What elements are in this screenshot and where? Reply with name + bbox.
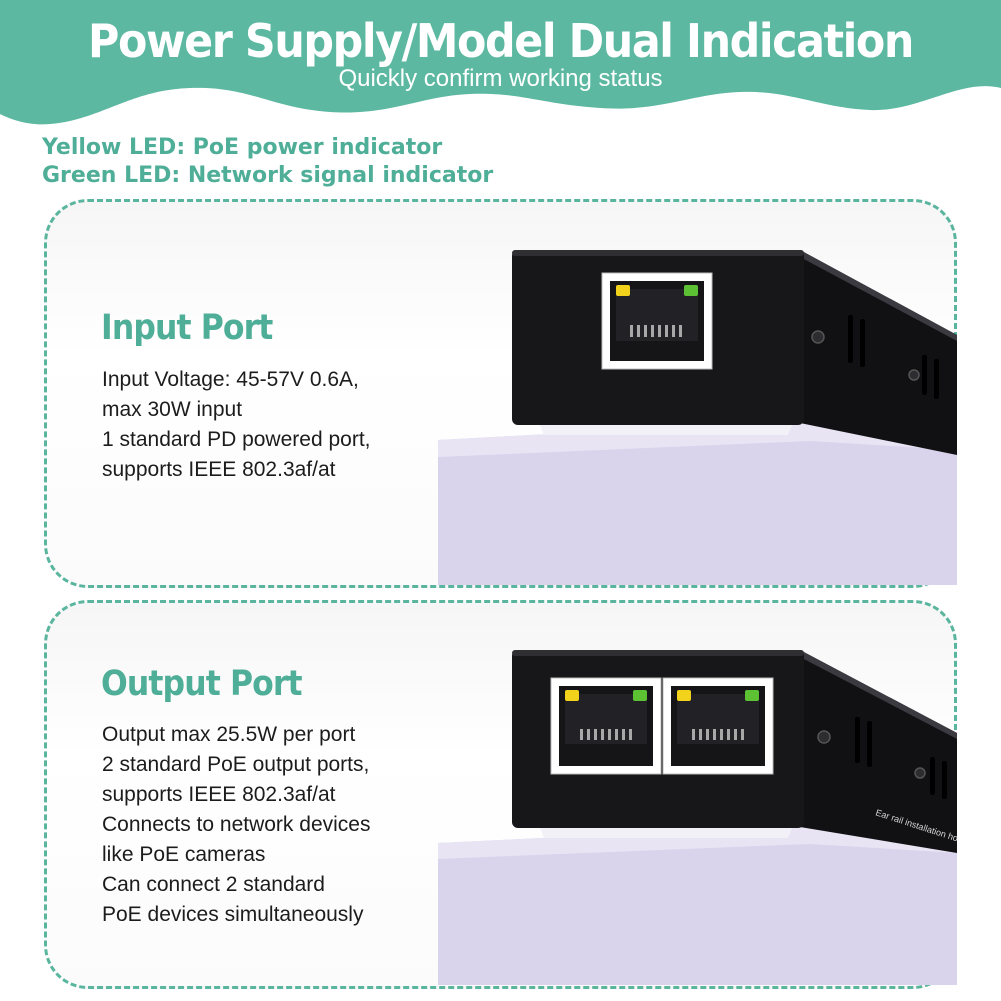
yellow-led-icon [677,690,691,701]
wave-background [0,0,1001,125]
feature-item: 1 standard PD powered port, [102,428,371,451]
feature-item: PoE devices simultaneously [102,903,364,926]
input-port-title: Input Port [101,308,273,348]
yellow-led-icon [565,690,579,701]
yellow-led-icon [616,285,630,296]
input-device-image [438,250,957,585]
feature-item: supports IEEE 802.3af/at [102,783,336,806]
input-port-features: Input Voltage: 45-57V 0.6A, max 30W inpu… [102,365,371,485]
page-title: Power Supply/Model Dual Indication [88,14,914,68]
green-led-icon [745,690,759,701]
legend-green-led: Green LED: Network signal indicator [42,163,494,188]
feature-item: Output max 25.5W per port [102,723,356,746]
green-led-icon [684,285,698,296]
feature-item: like PoE cameras [102,843,266,866]
output-port-title: Output Port [101,664,303,704]
feature-item: Input Voltage: 45-57V 0.6A, [102,368,359,391]
feature-item: max 30W input [102,398,243,421]
green-led-icon [633,690,647,701]
legend-yellow-led: Yellow LED: PoE power indicator [42,135,443,160]
feature-item: Connects to network devices [102,813,371,836]
feature-item: supports IEEE 802.3af/at [102,458,336,481]
feature-item: Can connect 2 standard [102,873,325,896]
header-banner: Power Supply/Model Dual Indication Quick… [0,0,1001,135]
led-legend: Yellow LED: PoE power indicator Green LE… [42,134,493,190]
page-subtitle: Quickly confirm working status [338,65,663,92]
output-port-features: Output max 25.5W per port 2 standard PoE… [102,720,370,930]
output-device-image: Ear rail installation hole [438,650,957,985]
feature-item: 2 standard PoE output ports, [102,753,370,776]
